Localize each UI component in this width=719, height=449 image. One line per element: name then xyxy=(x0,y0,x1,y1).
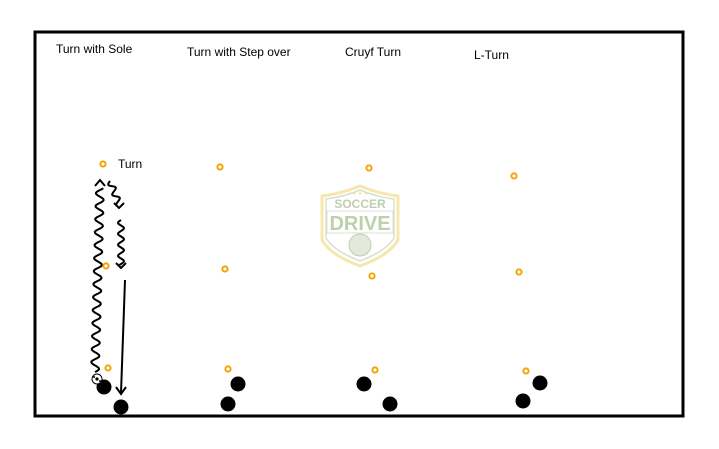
cone-icon xyxy=(221,265,229,273)
arrowhead-icon xyxy=(115,262,127,270)
arrowhead-icon xyxy=(115,386,127,396)
drill-title-cruyf-turn: Cruyf Turn xyxy=(345,45,402,59)
player-icon xyxy=(356,376,372,392)
cone-icon xyxy=(102,262,110,270)
cone-icon xyxy=(224,365,232,373)
cone-icon xyxy=(371,366,379,374)
cone-icon xyxy=(104,364,112,372)
drill-title-turn-with-sole: Turn with Sole xyxy=(56,42,133,56)
movement-paths xyxy=(90,178,127,396)
cone-icon xyxy=(368,272,376,280)
pass-path xyxy=(120,279,126,394)
player-icon xyxy=(230,376,246,392)
player-icon xyxy=(515,393,531,409)
cone-icon xyxy=(365,164,373,172)
soccer-drive-logo: ★ ★ ★ SOCCER DRIVE xyxy=(320,184,400,268)
drill-title-turn-with-step-over: Turn with Step over xyxy=(187,45,291,59)
player-icon xyxy=(113,399,129,415)
player-icon xyxy=(532,375,548,391)
drill-title-l-turn: L-Turn xyxy=(474,48,509,62)
cone-icon xyxy=(510,172,518,180)
dribble-path xyxy=(116,219,126,266)
cone-icon xyxy=(99,160,107,168)
arrowhead-icon xyxy=(113,202,125,210)
player-icon xyxy=(220,396,236,412)
turn-label: Turn xyxy=(118,157,143,171)
dribble-path xyxy=(107,180,121,205)
player-icon xyxy=(382,396,398,412)
svg-text:★ ★ ★: ★ ★ ★ xyxy=(352,191,369,197)
ball-icon xyxy=(91,373,103,385)
dribble-path xyxy=(90,187,105,373)
cone-icon xyxy=(515,268,523,276)
svg-text:DRIVE: DRIVE xyxy=(329,213,390,235)
cone-icon xyxy=(216,163,224,171)
cone-icon xyxy=(522,367,530,375)
svg-text:SOCCER: SOCCER xyxy=(334,197,386,211)
arrowhead-icon xyxy=(94,178,106,187)
